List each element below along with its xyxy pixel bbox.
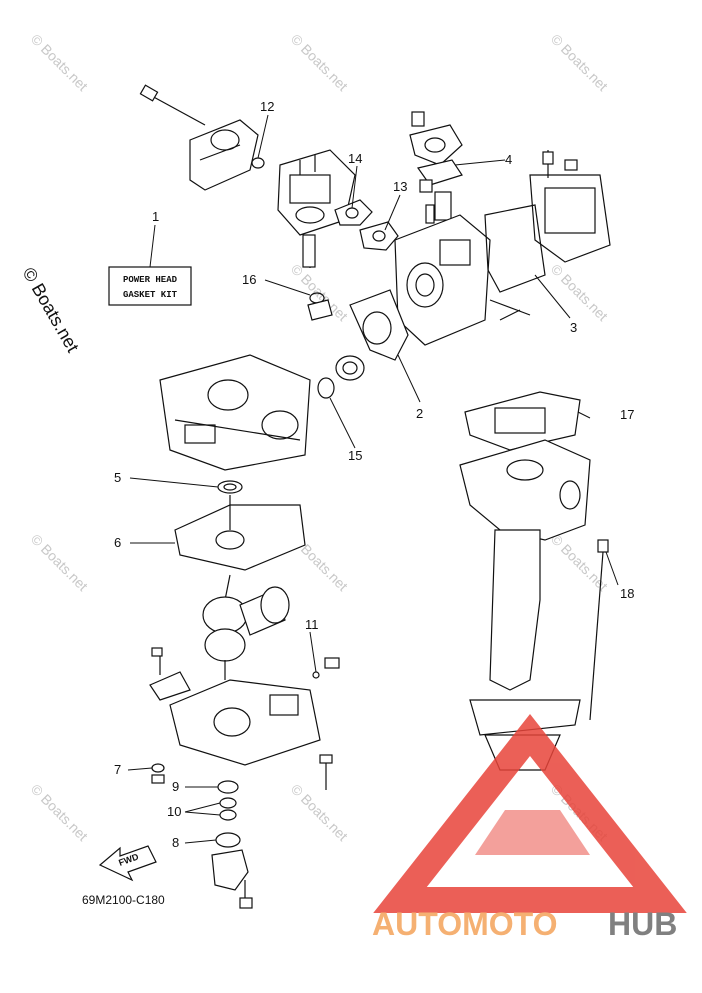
lower-crankcase — [149, 647, 321, 766]
o-ring-8 — [215, 832, 241, 848]
callout-17: 17 — [620, 407, 634, 422]
logo-text-hub: HUB — [608, 906, 677, 942]
callout-numbers: 1 2 3 4 5 6 7 8 9 10 11 12 13 14 15 16 1… — [114, 99, 634, 850]
seal-10b — [219, 809, 237, 821]
callout-11: 11 — [305, 617, 319, 632]
callout-1: 1 — [152, 209, 159, 224]
watermark: © Boats.net — [548, 261, 611, 324]
exhaust-cover — [529, 150, 611, 263]
callout-2: 2 — [416, 406, 423, 421]
o-ring-12 — [251, 157, 265, 169]
seal-6 — [215, 530, 245, 550]
diagram-code: 69M2100-C180 — [82, 893, 165, 907]
cylinder-head — [394, 214, 531, 346]
crankshaft — [202, 574, 290, 680]
callout-5: 5 — [114, 470, 121, 485]
logo-text-auto: AUTOMOTO — [372, 906, 557, 942]
gasket-14 — [334, 199, 373, 226]
sleeve-fitting — [211, 849, 253, 909]
watermark: © Boats.net — [28, 531, 91, 594]
crankcase — [159, 354, 311, 471]
gasket-4 — [416, 159, 463, 186]
gasket-kit-box: POWER HEAD GASKET KIT — [108, 266, 192, 306]
logo-triangle — [373, 713, 687, 913]
callout-7: 7 — [114, 762, 121, 777]
automotohub-logo: AUTOMOTO HUB — [372, 713, 687, 942]
o-ring-15 — [317, 377, 335, 399]
gasket-2 — [349, 289, 409, 361]
callout-9: 9 — [172, 779, 179, 794]
watermark: © Boats.net — [28, 31, 91, 94]
oil-seal-5 — [217, 480, 243, 494]
watermark: © Boats.net — [288, 781, 351, 844]
callout-6: 6 — [114, 535, 121, 550]
callout-12: 12 — [260, 99, 274, 114]
watermark: © Boats.net — [288, 31, 351, 94]
callout-4: 4 — [505, 152, 512, 167]
bolt-11 — [312, 657, 340, 679]
seal-10a — [219, 797, 237, 809]
callout-15: 15 — [348, 448, 362, 463]
watermark: © Boats.net — [28, 781, 91, 844]
intake-silencer — [189, 119, 259, 191]
gasket-13 — [359, 221, 399, 251]
thermo-sleeve — [335, 355, 365, 381]
oil-seal-9 — [217, 780, 239, 794]
callout-3: 3 — [570, 320, 577, 335]
callout-16: 16 — [242, 272, 256, 287]
gasket-2-bore — [362, 311, 392, 345]
thermostat-cover — [409, 111, 463, 224]
washers-7 — [151, 763, 165, 784]
gasket-kit-line1: POWER HEAD — [123, 275, 178, 285]
watermark: © Boats.net — [548, 31, 611, 94]
callout-lines — [127, 114, 619, 844]
callout-18: 18 — [620, 586, 634, 601]
callout-14: 14 — [348, 151, 362, 166]
callout-10: 10 — [167, 804, 181, 819]
fitting — [307, 299, 333, 321]
callout-8: 8 — [172, 835, 179, 850]
dipstick-18 — [589, 539, 609, 721]
callout-13: 13 — [393, 179, 407, 194]
gasket-kit-line2: GASKET KIT — [123, 290, 178, 300]
gasket-17 — [464, 391, 581, 451]
gasket-3 — [484, 204, 546, 293]
fwd-arrow: FWD — [98, 845, 157, 882]
side-watermark: © Boats.net — [19, 264, 83, 356]
bolt-long — [139, 84, 206, 126]
